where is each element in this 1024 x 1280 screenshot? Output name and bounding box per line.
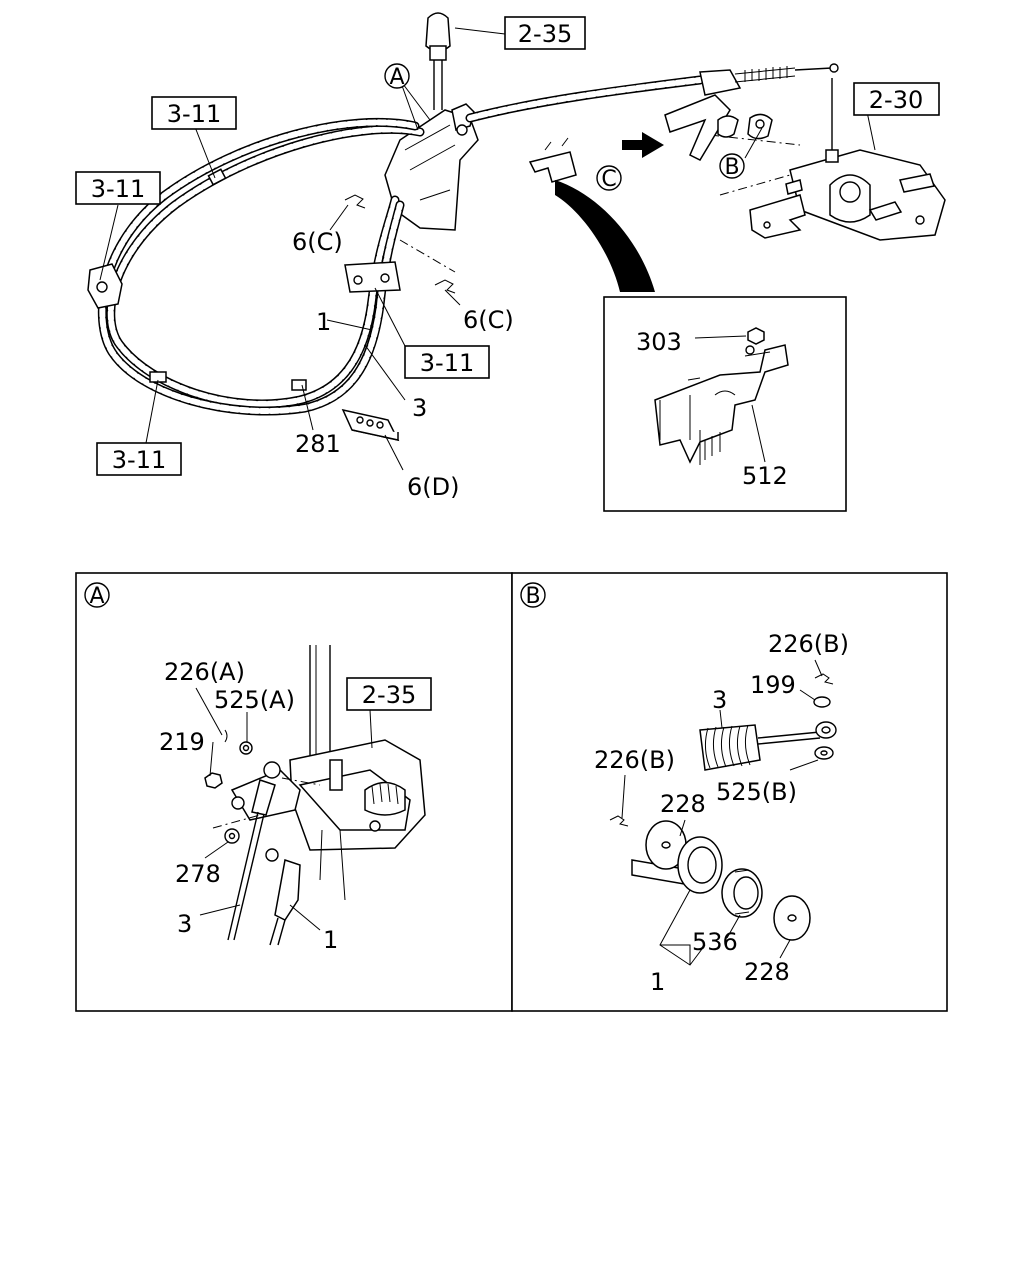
callout-2-35-top: 2-35 [518, 20, 572, 48]
mounting-bracket [749, 194, 806, 239]
detail-b-label-228-top: 228 [660, 790, 706, 818]
detail-a-label-1: 1 [323, 926, 338, 954]
detail-b-label-525b: 525(B) [716, 778, 797, 806]
detail-b-label-226b-top: 226(B) [768, 630, 849, 658]
callout-2-30: 2-30 [869, 86, 923, 114]
marker-b-circle [719, 153, 745, 179]
detail-b-label-199: 199 [750, 671, 796, 699]
detail-b-label-228-bottom: 228 [744, 958, 790, 986]
detail-b-label-536: 536 [692, 928, 738, 956]
marker-c: C [601, 167, 616, 192]
callout-3-11-bottom: 3-11 [112, 446, 166, 474]
callout-3-11-mid: 3-11 [420, 349, 474, 377]
marker-b: B [724, 155, 739, 180]
detail-b-label-1: 1 [650, 968, 665, 996]
direction-arrow [622, 132, 664, 158]
callout-box-3-11-bottom [96, 442, 182, 476]
lever-bracket [664, 94, 773, 161]
detail-a-label-525a: 525(A) [214, 686, 295, 714]
detail-c-arrow [555, 180, 655, 292]
part-label-6d: 6(D) [407, 473, 459, 501]
detail-b-marker: B [525, 584, 540, 609]
detail-b-label-226b-left: 226(B) [594, 746, 675, 774]
detail-a-marker: A [89, 584, 104, 609]
callout-box-2-35-top [504, 16, 586, 50]
part-label-6c-a: 6(C) [292, 228, 343, 256]
shift-lever [425, 12, 451, 110]
detail-a-label-219: 219 [159, 728, 205, 756]
callout-box-3-11-mid [404, 345, 490, 379]
detail-b-marker-circle [520, 582, 546, 608]
clips-6c [344, 194, 456, 294]
marker-c-circle [596, 165, 622, 191]
part-label-512: 512 [742, 462, 788, 490]
detail-b-frame [511, 572, 948, 1012]
bracket-512 [654, 344, 789, 464]
cable-end-right [699, 63, 839, 96]
part-label-303: 303 [636, 328, 682, 356]
main-assembly: 2-35 2-30 3-11 3-11 3-11 3-11 6(C) 6(C) … [75, 12, 946, 501]
callout-box-3-11-left [75, 171, 161, 205]
part-label-281: 281 [295, 430, 341, 458]
detail-a-label-226a: 226(A) [164, 658, 245, 686]
transmission-unit [785, 78, 946, 241]
bracket-small [528, 137, 577, 183]
cable-clamps [87, 168, 401, 391]
callout-box-2-35-detail [346, 677, 432, 711]
detail-b-label-3: 3 [712, 686, 727, 714]
callout-3-11-top: 3-11 [167, 100, 221, 128]
part-label-3: 3 [412, 394, 427, 422]
detail-a-marker-circle [84, 582, 110, 608]
detail-c-panel: 303 512 [603, 296, 847, 512]
shift-cables [97, 75, 705, 416]
detail-b-panel: B 226(B) 199 [511, 572, 948, 1012]
detail-a-label-3: 3 [177, 910, 192, 938]
callout-2-35-detail: 2-35 [362, 681, 416, 709]
part-label-6c-b: 6(C) [463, 306, 514, 334]
detail-a-panel: A [75, 572, 513, 1012]
marker-a: A [389, 65, 404, 90]
connector-block [341, 408, 400, 442]
callout-box-2-30 [853, 82, 940, 116]
callout-box-3-11-top [151, 96, 237, 130]
detail-a-label-278: 278 [175, 860, 221, 888]
callout-3-11-left: 3-11 [91, 175, 145, 203]
part-label-1: 1 [316, 308, 331, 336]
shifter-housing [384, 103, 479, 231]
marker-a-circle [384, 63, 410, 89]
